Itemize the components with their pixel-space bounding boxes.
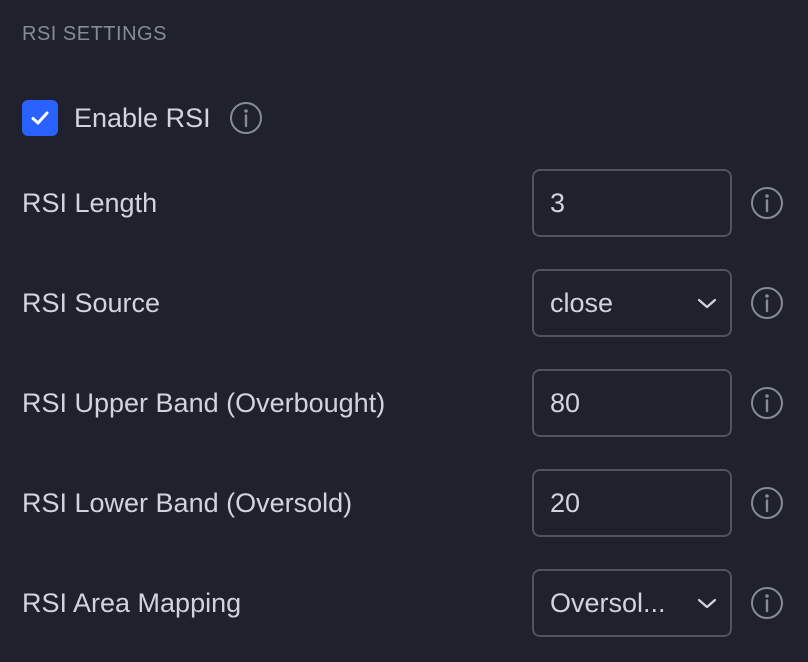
enable-rsi-row: Enable RSI <box>22 100 263 136</box>
rsi-area-mapping-value: Oversol... <box>550 587 666 618</box>
info-icon[interactable] <box>750 486 784 520</box>
info-icon[interactable] <box>750 186 784 220</box>
rsi-length-value: 3 <box>550 187 566 218</box>
rsi-length-label: RSI Length <box>22 188 158 218</box>
chevron-down-icon <box>697 598 717 609</box>
rsi-source-row: RSI Source close <box>0 269 808 337</box>
section-title: RSI SETTINGS <box>22 23 167 45</box>
rsi-area-mapping-label: RSI Area Mapping <box>22 588 242 618</box>
enable-rsi-checkbox[interactable] <box>22 100 58 136</box>
rsi-lower-band-value: 20 <box>550 487 581 518</box>
rsi-upper-band-value: 80 <box>550 387 581 418</box>
rsi-source-value: close <box>550 287 614 318</box>
info-icon[interactable] <box>229 101 263 135</box>
rsi-source-select[interactable]: close <box>532 269 732 337</box>
rsi-source-label: RSI Source <box>22 288 161 318</box>
info-icon[interactable] <box>750 386 784 420</box>
checkmark-icon <box>31 111 49 125</box>
rsi-length-input[interactable]: 3 <box>532 169 732 237</box>
info-icon[interactable] <box>750 286 784 320</box>
info-icon[interactable] <box>750 586 784 620</box>
rsi-upper-band-input[interactable]: 80 <box>532 369 732 437</box>
rsi-length-row: RSI Length 3 <box>0 169 808 237</box>
enable-rsi-label[interactable]: Enable RSI <box>74 102 211 133</box>
rsi-lower-band-row: RSI Lower Band (Oversold) 20 <box>0 469 808 537</box>
chevron-down-icon <box>697 298 717 309</box>
rsi-upper-band-label: RSI Upper Band (Overbought) <box>22 388 386 418</box>
rsi-lower-band-label: RSI Lower Band (Oversold) <box>22 488 353 518</box>
rsi-area-mapping-row: RSI Area Mapping Oversol... <box>0 569 808 637</box>
rsi-lower-band-input[interactable]: 20 <box>532 469 732 537</box>
rsi-area-mapping-select[interactable]: Oversol... <box>532 569 732 637</box>
rsi-upper-band-row: RSI Upper Band (Overbought) 80 <box>0 369 808 437</box>
